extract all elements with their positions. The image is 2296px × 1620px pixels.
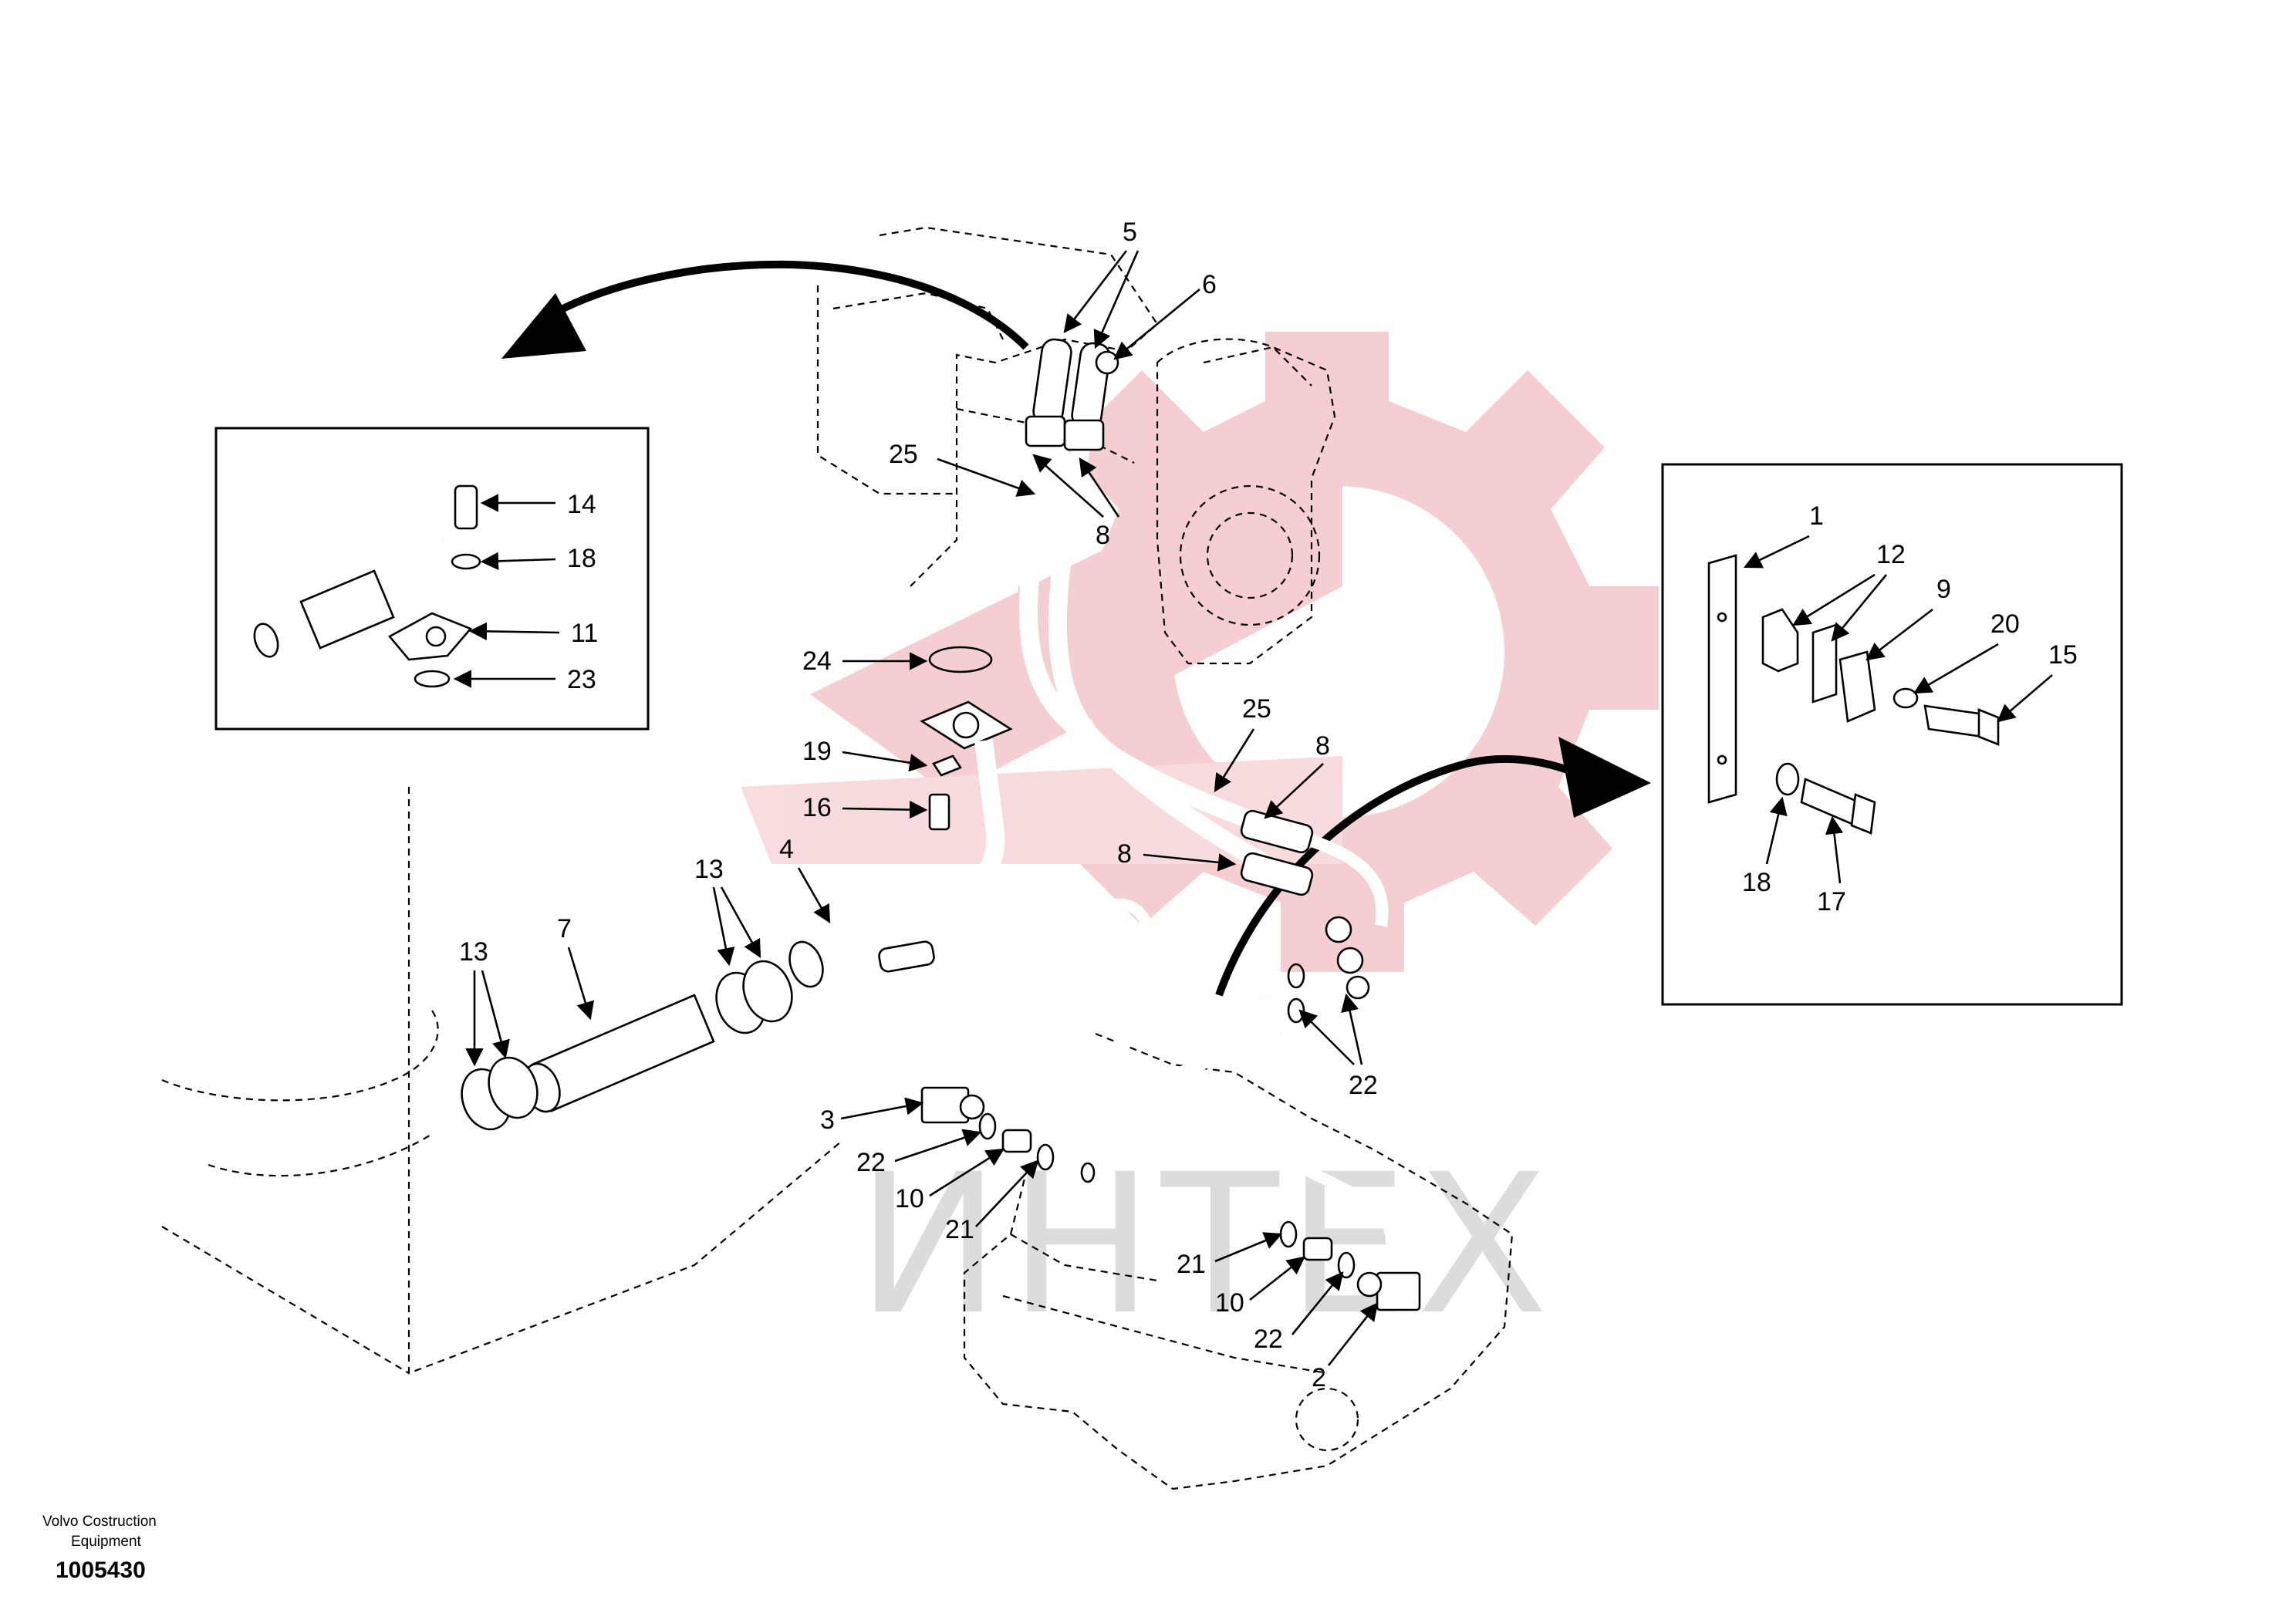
callout-11: 11 xyxy=(571,619,598,648)
inset-left: 14 18 11 23 xyxy=(214,427,650,731)
company-line-1: Volvo Costruction xyxy=(42,1514,157,1530)
arrow-to-right-inset xyxy=(1558,737,1651,818)
callout-21-right: 21 xyxy=(1177,1250,1206,1279)
watermark-text: ИНТЕХ xyxy=(856,1132,1556,1357)
callout-22-right: 22 xyxy=(1349,1071,1378,1100)
callout-23: 23 xyxy=(567,665,596,694)
callout-4: 4 xyxy=(779,835,794,864)
callout-14: 14 xyxy=(567,490,596,519)
steel-lines xyxy=(920,898,1421,1311)
callout-7: 7 xyxy=(557,914,572,943)
callout-8-lower: 8 xyxy=(1117,839,1132,869)
callout-5: 5 xyxy=(1123,218,1137,247)
callout-18-inset-right: 18 xyxy=(1742,868,1771,897)
arrow-to-left-inset xyxy=(501,293,586,359)
callout-15: 15 xyxy=(2048,640,2078,670)
callout-20: 20 xyxy=(1990,609,2020,639)
callout-10-left: 10 xyxy=(895,1184,924,1213)
callout-3: 3 xyxy=(820,1105,835,1135)
callout-17: 17 xyxy=(1817,887,1846,916)
callout-13-right: 13 xyxy=(694,855,724,884)
callout-18-inset-left: 18 xyxy=(567,544,596,573)
company-line-2: Equipment xyxy=(71,1534,142,1550)
callout-12: 12 xyxy=(1876,540,1906,569)
oil-pipe-4 xyxy=(788,700,1013,988)
callout-19: 19 xyxy=(802,737,832,766)
callout-13-left: 13 xyxy=(459,937,488,967)
callout-2: 2 xyxy=(1312,1363,1326,1392)
callout-24: 24 xyxy=(802,646,832,676)
callout-10-right: 10 xyxy=(1215,1288,1244,1318)
callout-22-left: 22 xyxy=(856,1148,886,1177)
footer: Volvo Costruction Equipment 1005430 xyxy=(42,1514,157,1583)
callout-9: 9 xyxy=(1936,575,1951,604)
callout-25-lower: 25 xyxy=(1242,694,1271,724)
callout-21-left: 21 xyxy=(945,1215,974,1244)
inset-right: 1 12 9 20 15 18 17 xyxy=(1661,463,2123,1006)
callout-6: 6 xyxy=(1202,270,1217,299)
hose-7 xyxy=(461,960,793,1131)
callout-8-upper: 8 xyxy=(1096,521,1110,550)
callout-8-mid: 8 xyxy=(1315,731,1330,761)
callout-25-upper: 25 xyxy=(889,440,918,469)
loose-parts xyxy=(928,646,1356,1279)
drawing-number: 1005430 xyxy=(56,1558,146,1583)
watermark-gear xyxy=(741,332,1659,972)
hose-assembly xyxy=(1019,338,1389,1000)
callout-16: 16 xyxy=(802,793,832,822)
callouts-main: 5 6 25 8 24 19 16 4 25 8 8 13 13 7 3 22 xyxy=(459,218,1379,1392)
callout-1: 1 xyxy=(1809,501,1824,531)
callout-22-lower: 22 xyxy=(1254,1325,1283,1354)
